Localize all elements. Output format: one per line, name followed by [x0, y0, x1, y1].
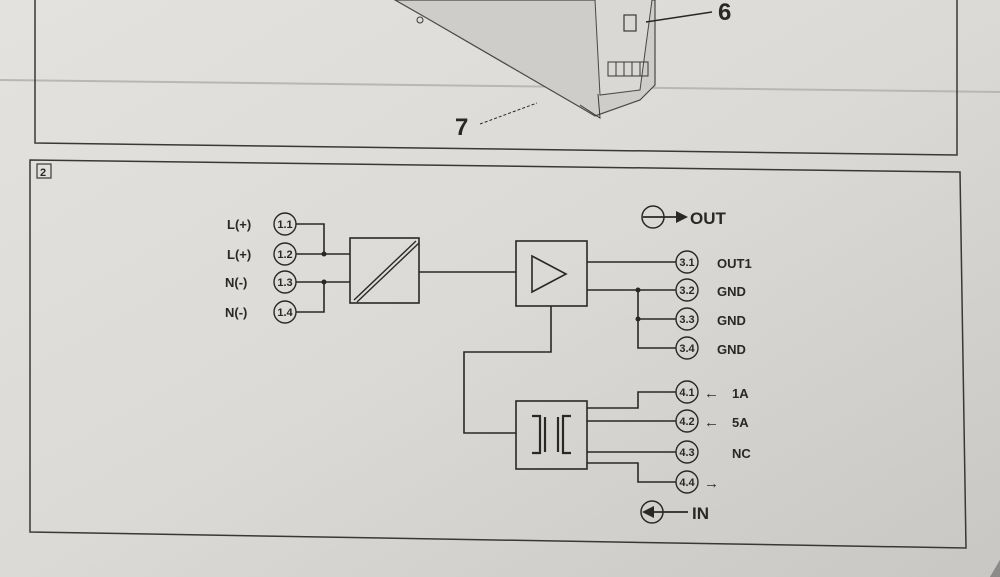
- in-header: IN: [640, 500, 709, 524]
- svg-text:4.1: 4.1: [679, 387, 694, 399]
- top-panel: 6 7: [34, 0, 958, 156]
- out-header: OUT: [641, 205, 727, 229]
- svg-text:1A: 1A: [732, 386, 749, 401]
- panel-number: 2: [40, 167, 46, 179]
- callout-7: 7: [455, 114, 468, 141]
- diagram-panel-frame: [29, 159, 967, 549]
- svg-text:N(-): N(-): [225, 275, 247, 290]
- svg-text:GND: GND: [717, 284, 746, 299]
- svg-text:3.3: 3.3: [679, 314, 694, 326]
- paper-fold: [0, 79, 1000, 93]
- svg-text:N(-): N(-): [225, 305, 247, 320]
- dc-dc-converter-block: [349, 237, 420, 304]
- svg-text:4.4: 4.4: [679, 477, 695, 489]
- input-terminal: N(-) 1.4: [225, 300, 297, 324]
- svg-text:L(+): L(+): [227, 247, 251, 262]
- output-terminal: 3.2 GND: [675, 278, 746, 302]
- svg-text:5A: 5A: [732, 415, 749, 430]
- svg-text:OUT1: OUT1: [717, 256, 752, 271]
- in-label: IN: [692, 504, 709, 523]
- svg-text:L(+): L(+): [227, 217, 251, 232]
- svg-text:1.1: 1.1: [277, 219, 292, 231]
- svg-text:3.2: 3.2: [679, 285, 694, 297]
- svg-text:1.3: 1.3: [277, 277, 292, 289]
- svg-text:4.3: 4.3: [679, 447, 694, 459]
- input-terminal: L(+) 1.2: [227, 242, 297, 266]
- input-terminal: L(+) 1.1: [227, 212, 297, 236]
- top-panel-frame: [34, 0, 958, 156]
- svg-text:GND: GND: [717, 342, 746, 357]
- callout-line-7: [479, 102, 538, 125]
- out-label: OUT: [690, 209, 727, 228]
- input-terminal-group: L(+) 1.1 L(+) 1.2 N(-) 1.3 N(-) 1.4: [225, 212, 297, 324]
- arrow-left-icon: ←: [704, 385, 719, 402]
- output-terminal-group: 3.1 OUT1 3.2 GND 3.3 GND 3.4 GND: [675, 250, 752, 360]
- svg-text:4.2: 4.2: [679, 416, 694, 428]
- arrow-right-icon: →: [704, 475, 719, 492]
- arrow-left-icon: [642, 506, 654, 518]
- device-illustration: [393, 0, 656, 119]
- signal-input-terminal-group: 4.1 ← 1A 4.2 ← 5A 4.3 NC 4.4 →: [675, 380, 751, 494]
- signal-input-terminal: 4.1 ← 1A: [675, 380, 749, 404]
- input-terminal: N(-) 1.3: [225, 270, 297, 294]
- svg-text:GND: GND: [717, 313, 746, 328]
- output-terminal: 3.4 GND: [675, 336, 746, 360]
- svg-text:3.4: 3.4: [679, 343, 695, 355]
- signal-input-terminal: 4.3 NC: [675, 440, 751, 464]
- output-terminal: 3.3 GND: [675, 307, 746, 331]
- junction-dots: [321, 251, 641, 322]
- callout-6: 6: [718, 0, 731, 26]
- arrow-right-icon: [676, 211, 688, 223]
- svg-text:NC: NC: [732, 446, 751, 461]
- callout-line-6: [645, 11, 713, 23]
- wiring: [296, 223, 676, 483]
- panel-number-box: [36, 163, 52, 179]
- arrow-left-icon: ←: [704, 414, 719, 431]
- isolator-block: [515, 400, 588, 470]
- amplifier-block: [515, 240, 588, 307]
- background-corner: [990, 560, 1000, 577]
- svg-text:1.4: 1.4: [277, 307, 293, 319]
- signal-input-terminal: 4.4 →: [675, 470, 719, 494]
- svg-text:3.1: 3.1: [679, 257, 694, 269]
- output-terminal: 3.1 OUT1: [675, 250, 752, 274]
- signal-input-terminal: 4.2 ← 5A: [675, 409, 749, 433]
- diagram-panel: 2: [29, 159, 967, 549]
- svg-text:1.2: 1.2: [277, 249, 292, 261]
